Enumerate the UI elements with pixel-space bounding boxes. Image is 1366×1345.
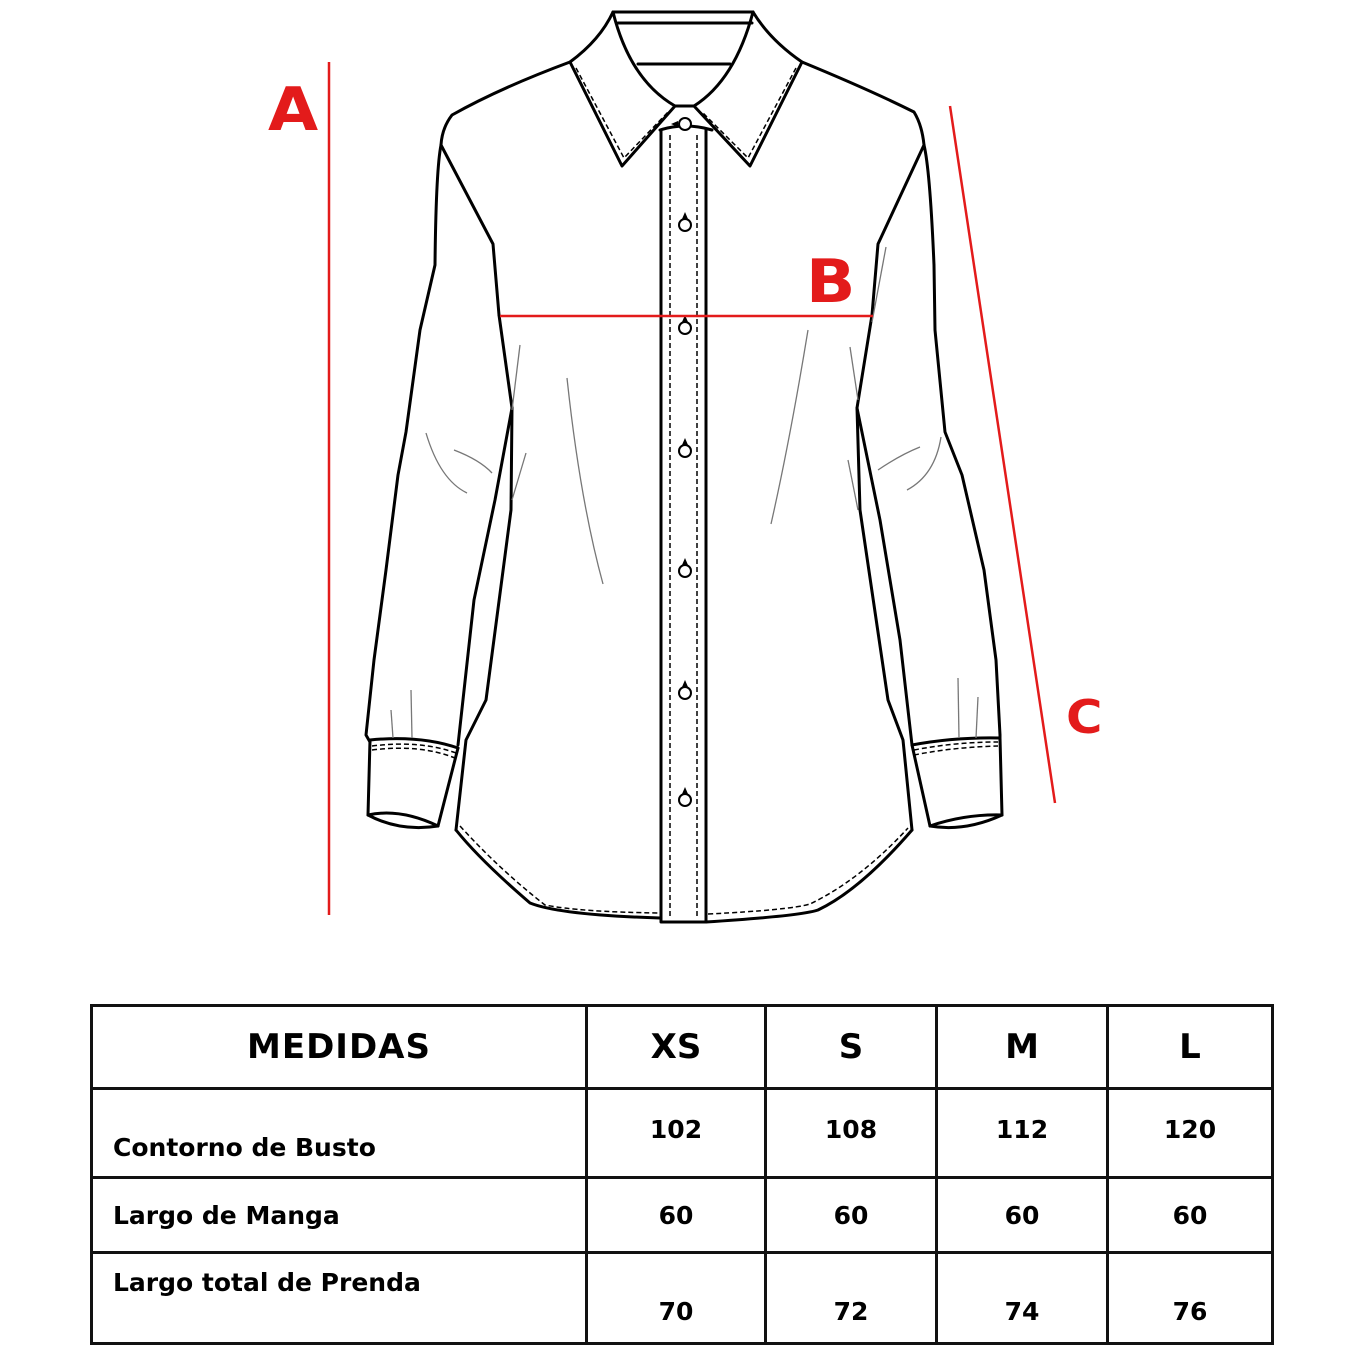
- cell-value: 72: [764, 1251, 938, 1345]
- cell-value: 60: [935, 1176, 1109, 1254]
- header-medidas: MEDIDAS: [90, 1004, 588, 1090]
- table-header-row: MEDIDAS XS S M L: [90, 1004, 1274, 1090]
- size-chart-table: MEDIDAS XS S M L Contorno de Busto 102 1…: [90, 1004, 1274, 1345]
- row-label-largo-total: Largo total de Prenda: [90, 1251, 588, 1345]
- cell-value: 120: [1106, 1087, 1274, 1179]
- cell-value: 60: [1106, 1176, 1274, 1254]
- cell-value: 108: [764, 1087, 938, 1179]
- measure-label-c: C: [1066, 690, 1103, 744]
- header-size-l: L: [1106, 1004, 1274, 1090]
- table-row: Largo total de Prenda 70 72 74 76: [90, 1251, 1274, 1345]
- cell-value: 112: [935, 1087, 1109, 1179]
- header-size-xs: XS: [585, 1004, 767, 1090]
- measure-label-b: B: [806, 247, 856, 317]
- shirt-sketch-icon: [327, 10, 1057, 924]
- measure-line-c: [948, 105, 1057, 804]
- shirt-diagram: A B C: [268, 10, 1103, 924]
- measure-label-a: A: [268, 75, 319, 145]
- cell-value: 60: [585, 1176, 767, 1254]
- shirt-buttons: [678, 117, 692, 807]
- cell-value: 102: [585, 1087, 767, 1179]
- row-label-contorno-busto: Contorno de Busto: [90, 1087, 588, 1179]
- row-label-largo-manga: Largo de Manga: [90, 1176, 588, 1254]
- cell-value: 76: [1106, 1251, 1274, 1345]
- table-row: Largo de Manga 60 60 60 60: [90, 1176, 1274, 1254]
- table-row: Contorno de Busto 102 108 112 120: [90, 1087, 1274, 1179]
- cell-value: 70: [585, 1251, 767, 1345]
- cell-value: 74: [935, 1251, 1109, 1345]
- cell-value: 60: [764, 1176, 938, 1254]
- header-size-s: S: [764, 1004, 938, 1090]
- header-size-m: M: [935, 1004, 1109, 1090]
